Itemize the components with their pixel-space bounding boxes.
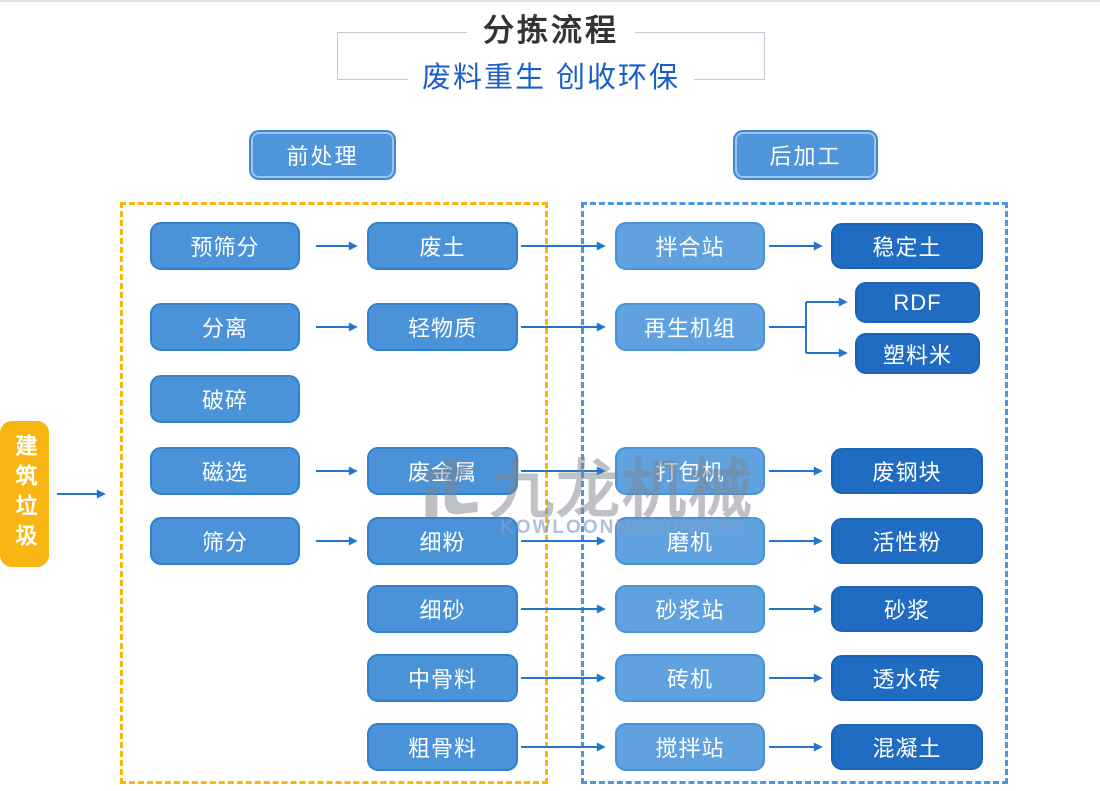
node-product: 透水砖: [831, 655, 983, 701]
node-material: 粗骨料: [367, 723, 518, 771]
node-material: 中骨料: [367, 654, 518, 702]
node-material: 废土: [367, 222, 518, 270]
node-product: 活性粉: [831, 518, 983, 564]
node-pretreatment-step: 预筛分: [150, 222, 300, 270]
node-product: 废钢块: [831, 448, 983, 494]
node-processor: 磨机: [615, 517, 765, 565]
node-product: 砂浆: [831, 586, 983, 632]
pretreatment-dashed-container: [120, 202, 548, 784]
node-processor: 拌合站: [615, 222, 765, 270]
node-pretreatment-step: 分离: [150, 303, 300, 351]
node-product: 稳定土: [831, 223, 983, 269]
node-product: RDF: [855, 282, 980, 323]
title-row: 分拣流程: [337, 12, 765, 50]
subtitle-row: 废料重生 创收环保: [337, 60, 765, 96]
node-processor: 打包机: [615, 447, 765, 495]
node-material: 轻物质: [367, 303, 518, 351]
bottom-divider-line: [0, 0, 1100, 2]
node-material: 废金属: [367, 447, 518, 495]
node-processor: 砖机: [615, 654, 765, 702]
page-title: 分拣流程: [467, 12, 635, 50]
node-pretreatment-step: 磁选: [150, 447, 300, 495]
postprocessing-dashed-container: [581, 202, 1008, 784]
page-subtitle: 废料重生 创收环保: [407, 60, 695, 96]
source-box-construction-waste: 建筑垃圾: [0, 421, 49, 567]
node-processor: 砂浆站: [615, 585, 765, 633]
node-material: 细砂: [367, 585, 518, 633]
section-label-postprocessing: 后加工: [733, 130, 878, 180]
node-processor: 搅拌站: [615, 723, 765, 771]
section-label-pretreatment: 前处理: [249, 130, 396, 180]
node-material: 细粉: [367, 517, 518, 565]
node-product: 混凝土: [831, 724, 983, 770]
node-processor: 再生机组: [615, 303, 765, 351]
node-pretreatment-step: 破碎: [150, 375, 300, 423]
node-product: 塑料米: [855, 333, 980, 374]
node-pretreatment-step: 筛分: [150, 517, 300, 565]
